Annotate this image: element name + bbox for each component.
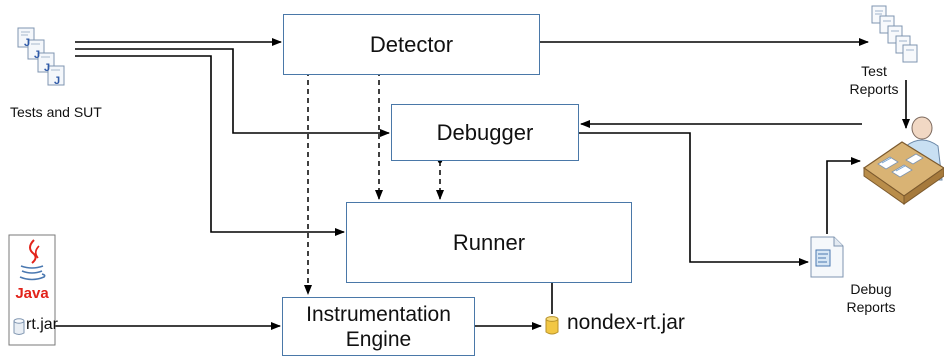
detector-box: Detector [283, 14, 540, 75]
nondex-jar-icon [545, 316, 559, 335]
test-reports-label: Test Reports [849, 63, 899, 97]
instrumentation-label-line2: Engine [345, 327, 412, 351]
svg-text:J: J [54, 75, 60, 87]
detector-label: Detector [369, 31, 454, 57]
runner-label: Runner [452, 229, 526, 255]
debug-report-icon [810, 236, 844, 278]
debug-reports-label: Debug Reports [846, 281, 896, 315]
arrow-debugger-to-debug-reports [579, 132, 809, 266]
nondex-jar-label: nondex-rt.jar [567, 311, 685, 334]
debugger-label: Debugger [436, 119, 534, 145]
svg-text:J: J [44, 62, 50, 74]
arrow-tests-to-runner [75, 55, 345, 236]
rt-jar-label: rt.jar [26, 316, 58, 333]
instrumentation-engine-box: Instrumentation Engine [282, 297, 475, 356]
arrow-debug-reports-to-developer [826, 157, 861, 234]
instrumentation-label-line1: Instrumentation [306, 302, 451, 326]
svg-text:J: J [34, 49, 40, 61]
developer-desk-icon [862, 116, 944, 205]
jar-cylinder-icon [13, 318, 25, 335]
java-logo-text: Java [15, 285, 49, 302]
debugger-box: Debugger [391, 104, 579, 161]
tests-sut-label: Tests and SUT [10, 104, 102, 120]
report-stack-icon [871, 5, 918, 63]
arrow-tests-to-debugger [75, 48, 390, 137]
svg-text:J: J [24, 37, 30, 49]
runner-box: Runner [346, 202, 632, 283]
